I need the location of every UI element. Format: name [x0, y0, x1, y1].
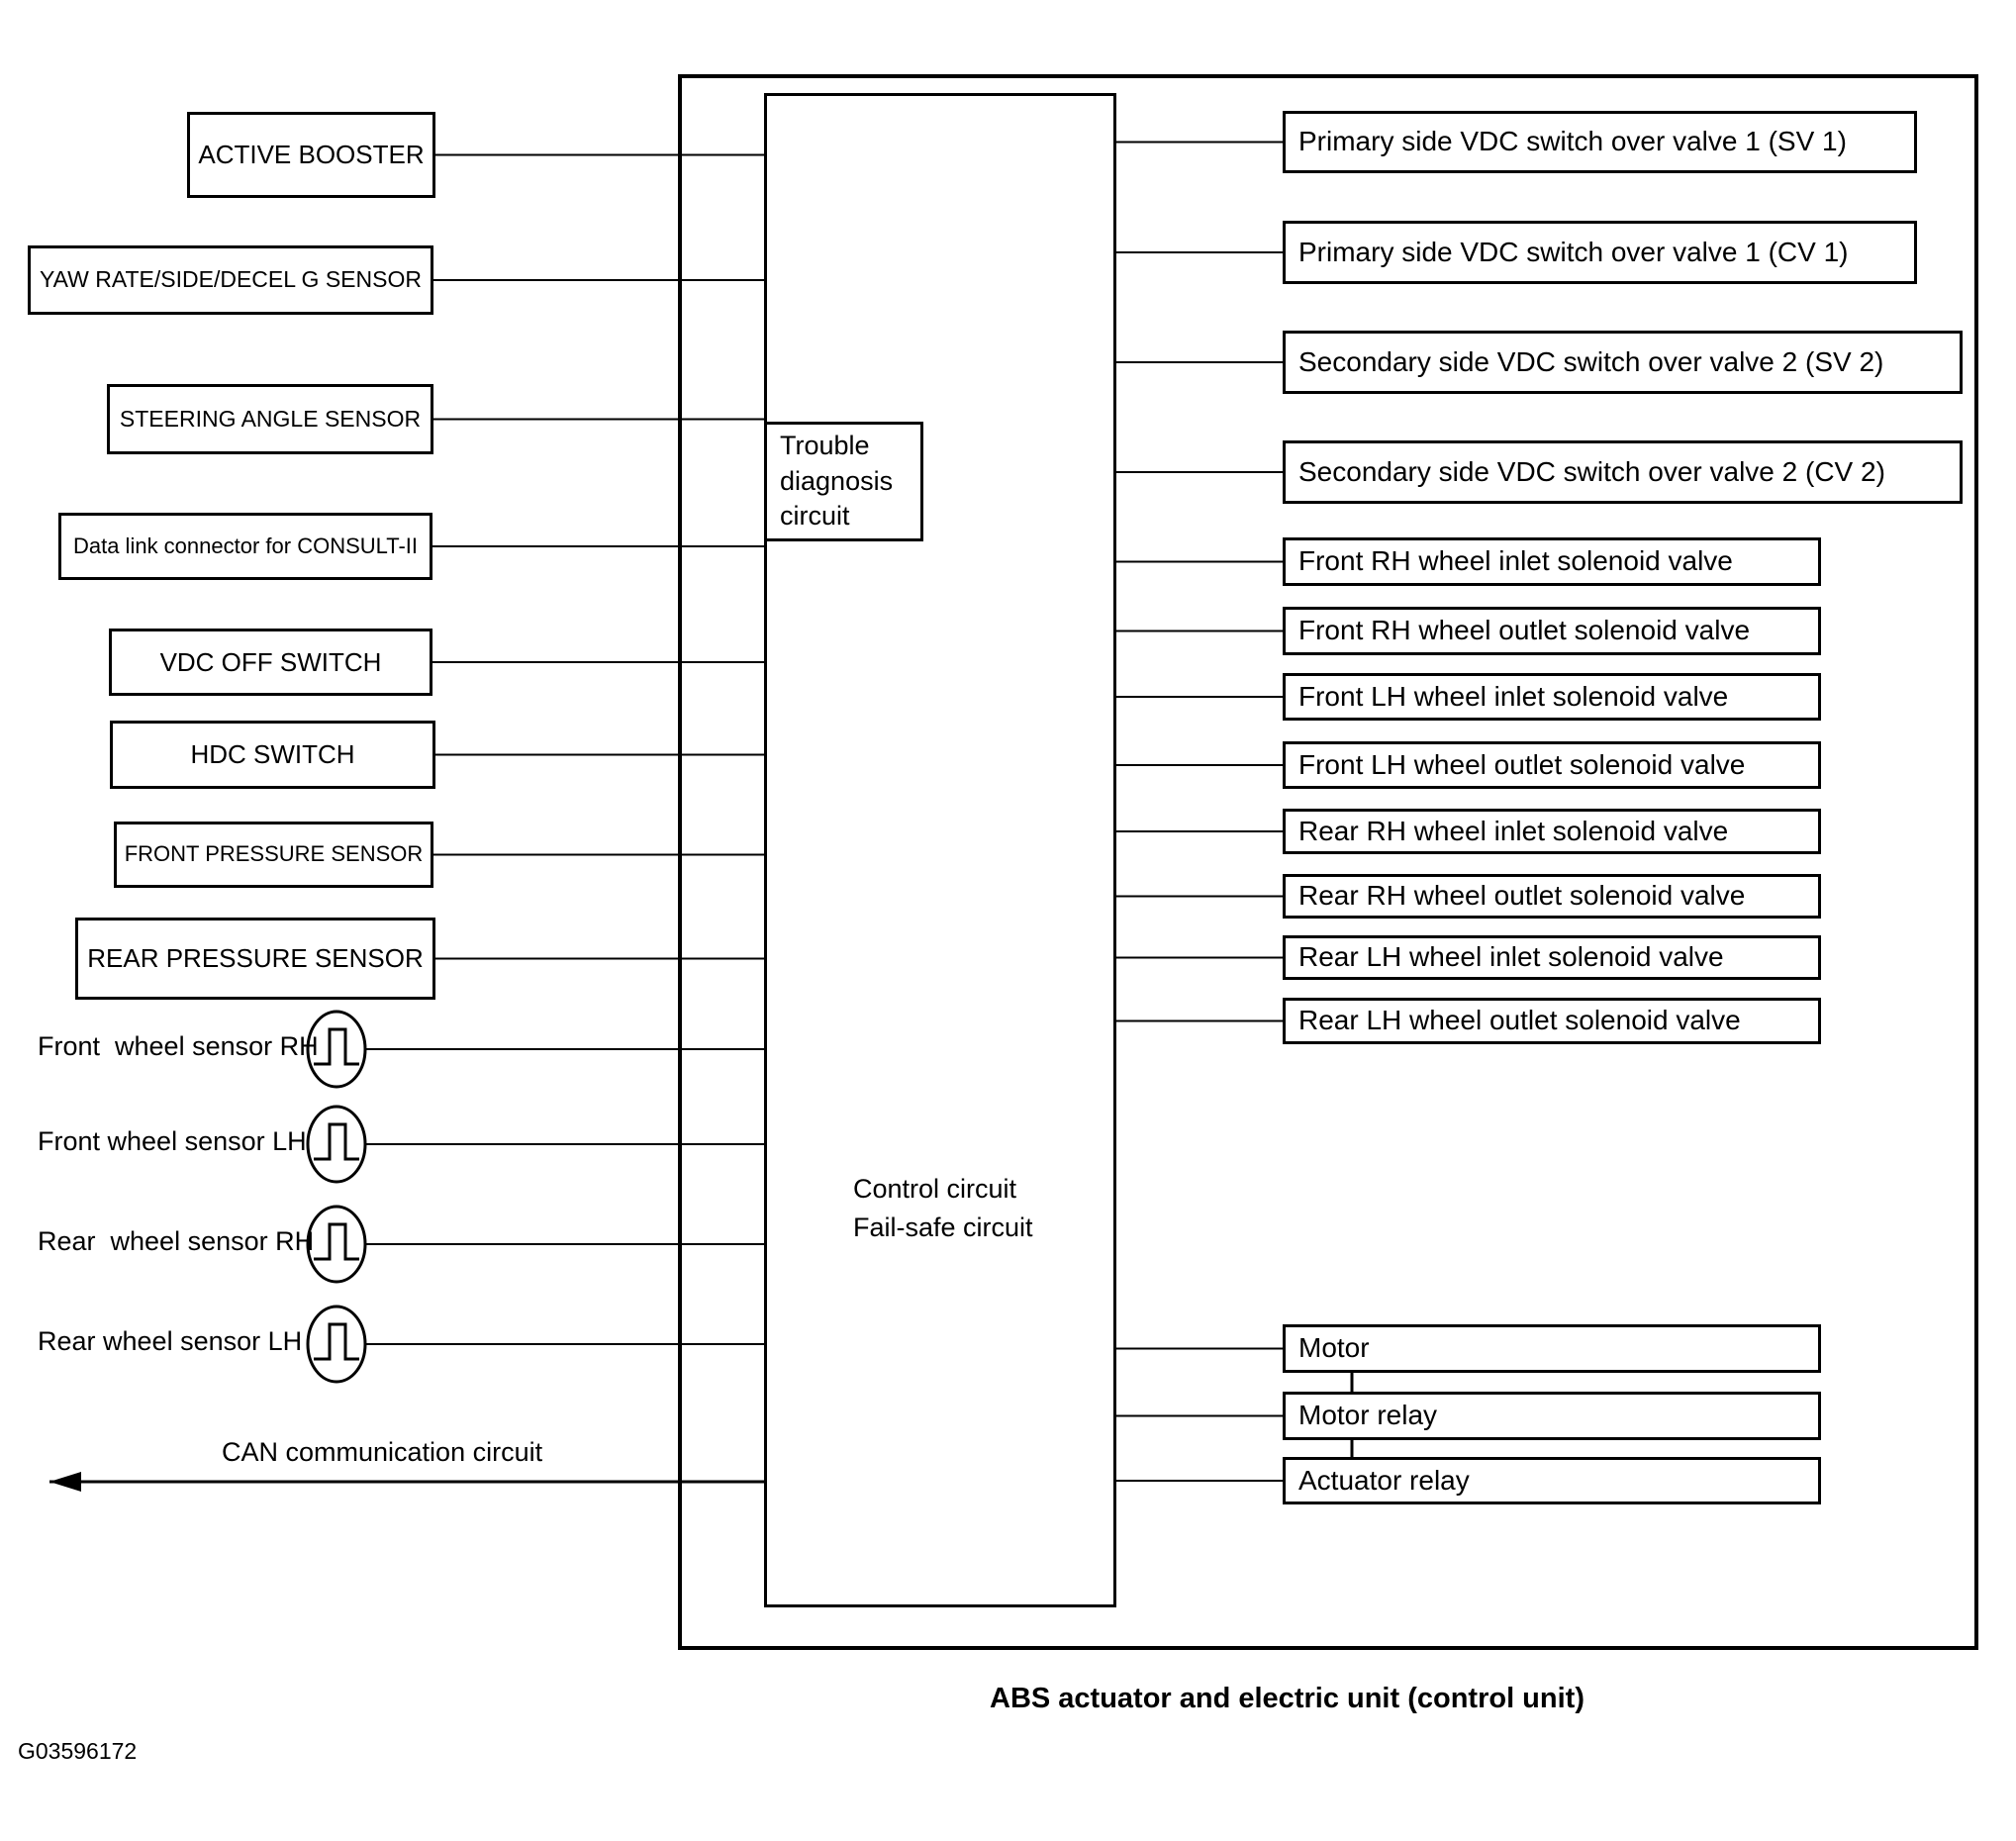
output-box-front-lh-wheel-inlet-solenoid-valve: Front LH wheel inlet solenoid valve	[1283, 673, 1821, 721]
relay-box-motor: Motor	[1283, 1324, 1821, 1373]
input-box-rear-pressure-sensor-label: REAR PRESSURE SENSOR	[87, 943, 424, 974]
pulse-wave-icon	[314, 1222, 359, 1261]
pulse-wave-icon	[314, 1027, 359, 1066]
figure-id-label: G03596172	[18, 1738, 138, 1764]
output-box-rear-lh-wheel-inlet-solenoid-valve: Rear LH wheel inlet solenoid valve	[1283, 935, 1821, 980]
trouble-diagnosis-circuit-box: Trouble diagnosis circuit	[764, 422, 923, 541]
control-circuit-inner-frame	[764, 93, 1116, 1607]
output-box-front-lh-wheel-outlet-solenoid-valve-label: Front LH wheel outlet solenoid valve	[1298, 748, 1746, 780]
input-box-hdc-switch: HDC SWITCH	[110, 721, 435, 789]
sensor-label-front-wheel-sensor-lh: Front wheel sensor LH	[38, 1126, 307, 1156]
input-box-active-booster-label: ACTIVE BOOSTER	[198, 140, 425, 170]
output-box-rear-lh-wheel-outlet-solenoid-valve: Rear LH wheel outlet solenoid valve	[1283, 998, 1821, 1044]
abs-unit-outer-frame	[678, 74, 1978, 1650]
output-box-rear-lh-wheel-inlet-solenoid-valve-label: Rear LH wheel inlet solenoid valve	[1298, 941, 1724, 973]
output-box-front-lh-wheel-outlet-solenoid-valve: Front LH wheel outlet solenoid valve	[1283, 741, 1821, 789]
output-box-secondary-side-vdc-switch-over-valve-2-sv-2: Secondary side VDC switch over valve 2 (…	[1283, 331, 1963, 394]
output-box-front-lh-wheel-inlet-solenoid-valve-label: Front LH wheel inlet solenoid valve	[1298, 680, 1729, 712]
sensor-label-rear-wheel-sensor-lh: Rear wheel sensor LH	[38, 1326, 303, 1356]
output-box-secondary-side-vdc-switch-over-valve-2-sv-2-label: Secondary side VDC switch over valve 2 (…	[1298, 345, 1884, 377]
relay-box-motor-label: Motor	[1298, 1332, 1370, 1364]
trouble-diagnosis-circuit-label: Trouble diagnosis circuit	[780, 431, 894, 532]
input-box-vdc-off-switch-label: VDC OFF SWITCH	[159, 646, 382, 677]
output-box-rear-lh-wheel-outlet-solenoid-valve-label: Rear LH wheel outlet solenoid valve	[1298, 1005, 1741, 1036]
output-box-rear-rh-wheel-inlet-solenoid-valve: Rear RH wheel inlet solenoid valve	[1283, 809, 1821, 854]
output-box-front-rh-wheel-inlet-solenoid-valve-label: Front RH wheel inlet solenoid valve	[1298, 545, 1733, 577]
output-box-primary-side-vdc-switch-over-valve-1-cv-1: Primary side VDC switch over valve 1 (CV…	[1283, 221, 1917, 284]
input-box-front-pressure-sensor-label: FRONT PRESSURE SENSOR	[124, 841, 424, 867]
output-box-primary-side-vdc-switch-over-valve-1-sv-1: Primary side VDC switch over valve 1 (SV…	[1283, 111, 1917, 173]
output-box-front-rh-wheel-inlet-solenoid-valve: Front RH wheel inlet solenoid valve	[1283, 537, 1821, 586]
input-box-steering-angle-sensor-label: STEERING ANGLE SENSOR	[119, 405, 422, 432]
diagram-caption: ABS actuator and electric unit (control …	[990, 1683, 1584, 1714]
input-box-steering-angle-sensor: STEERING ANGLE SENSOR	[107, 384, 433, 454]
output-box-rear-rh-wheel-outlet-solenoid-valve-label: Rear RH wheel outlet solenoid valve	[1298, 880, 1746, 912]
input-box-vdc-off-switch: VDC OFF SWITCH	[109, 629, 432, 696]
can-arrow-head-icon	[49, 1472, 81, 1492]
input-box-hdc-switch-label: HDC SWITCH	[190, 739, 355, 770]
input-box-yaw-rate-side-decel-g-sensor-label: YAW RATE/SIDE/DECEL G SENSOR	[40, 266, 422, 293]
control-fail-safe-circuit-label: Control circuit Fail-safe circuit	[853, 1174, 1033, 1243]
pulse-sensor-icon	[306, 1205, 367, 1284]
relay-box-motor-relay: Motor relay	[1283, 1392, 1821, 1440]
output-box-secondary-side-vdc-switch-over-valve-2-cv-2: Secondary side VDC switch over valve 2 (…	[1283, 440, 1963, 504]
input-box-active-booster: ACTIVE BOOSTER	[187, 112, 435, 198]
can-communication-label: CAN communication circuit	[222, 1437, 543, 1467]
output-box-front-rh-wheel-outlet-solenoid-valve: Front RH wheel outlet solenoid valve	[1283, 607, 1821, 655]
pulse-sensor-icon	[306, 1305, 367, 1384]
relay-box-actuator-relay: Actuator relay	[1283, 1457, 1821, 1504]
sensor-label-rear-wheel-sensor-rh: Rear wheel sensor RH	[38, 1226, 315, 1256]
relay-box-motor-relay-label: Motor relay	[1298, 1400, 1438, 1431]
input-box-data-link-connector-for-consult-ii-label: Data link connector for CONSULT-II	[72, 533, 419, 558]
output-box-secondary-side-vdc-switch-over-valve-2-cv-2-label: Secondary side VDC switch over valve 2 (…	[1298, 455, 1885, 487]
input-box-front-pressure-sensor: FRONT PRESSURE SENSOR	[114, 822, 433, 888]
pulse-wave-icon	[314, 1322, 359, 1361]
input-box-rear-pressure-sensor: REAR PRESSURE SENSOR	[75, 918, 435, 1000]
output-box-rear-rh-wheel-inlet-solenoid-valve-label: Rear RH wheel inlet solenoid valve	[1298, 815, 1729, 846]
output-box-primary-side-vdc-switch-over-valve-1-sv-1-label: Primary side VDC switch over valve 1 (SV…	[1298, 126, 1847, 157]
output-box-primary-side-vdc-switch-over-valve-1-cv-1-label: Primary side VDC switch over valve 1 (CV…	[1298, 236, 1849, 267]
pulse-wave-icon	[314, 1122, 359, 1161]
input-box-yaw-rate-side-decel-g-sensor: YAW RATE/SIDE/DECEL G SENSOR	[28, 245, 433, 315]
input-box-data-link-connector-for-consult-ii: Data link connector for CONSULT-II	[58, 513, 432, 580]
relay-box-actuator-relay-label: Actuator relay	[1298, 1464, 1470, 1496]
output-box-rear-rh-wheel-outlet-solenoid-valve: Rear RH wheel outlet solenoid valve	[1283, 874, 1821, 919]
output-box-front-rh-wheel-outlet-solenoid-valve-label: Front RH wheel outlet solenoid valve	[1298, 615, 1751, 646]
pulse-sensor-icon	[306, 1105, 367, 1184]
sensor-label-front-wheel-sensor-rh: Front wheel sensor RH	[38, 1031, 319, 1061]
